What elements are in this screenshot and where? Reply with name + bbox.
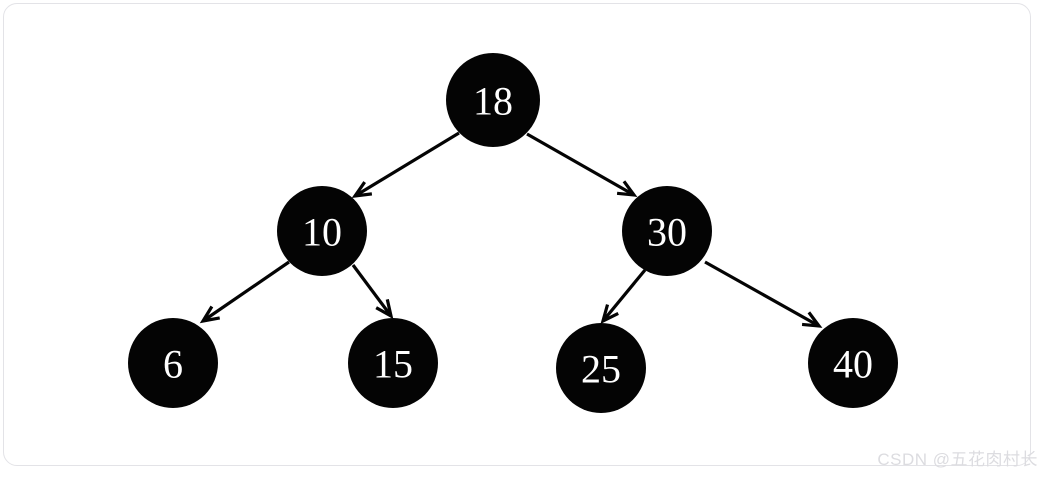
tree-edge-n30-to-n25	[600, 268, 647, 325]
tree-edge-n10-to-n6	[199, 260, 290, 324]
edge-arrowhead	[199, 305, 221, 324]
tree-node-30[interactable]: 30	[622, 186, 712, 276]
tree-node-25[interactable]: 25	[556, 323, 646, 413]
edge-shaft	[202, 260, 290, 323]
edge-shaft	[351, 264, 393, 317]
nodes-layer: 18 10 30 6 15 25 40	[128, 53, 898, 413]
node-label: 40	[833, 342, 873, 387]
tree-node-40[interactable]: 40	[808, 318, 898, 408]
tree-edge-n18-to-n30	[526, 132, 638, 197]
tree-node-15[interactable]: 15	[348, 318, 438, 408]
node-circle	[446, 53, 540, 147]
node-circle	[808, 318, 898, 408]
edge-shaft	[601, 268, 647, 323]
node-label: 18	[473, 79, 513, 124]
edge-arrowhead	[616, 180, 638, 197]
edge-arrowhead	[600, 304, 619, 325]
edge-arrowhead	[351, 181, 373, 199]
tree-node-18[interactable]: 18	[446, 53, 540, 147]
tree-node-10[interactable]: 10	[277, 186, 367, 276]
node-circle	[128, 318, 218, 408]
edge-shaft	[526, 132, 635, 197]
csdn-watermark: CSDN @五花肉村长	[877, 450, 1038, 469]
tree-edge-n30-to-n40	[704, 260, 823, 328]
edge-arrowhead	[375, 299, 394, 320]
edge-arrowhead	[801, 311, 823, 328]
node-label: 6	[163, 342, 183, 387]
edge-shaft	[704, 260, 820, 328]
node-circle	[348, 318, 438, 408]
edges-layer	[199, 131, 823, 328]
edge-shaft	[354, 131, 460, 198]
tree-edge-n10-to-n15	[351, 264, 394, 320]
node-circle	[556, 323, 646, 413]
node-circle	[622, 186, 712, 276]
node-label: 30	[647, 210, 687, 255]
node-label: 10	[302, 210, 342, 255]
tree-edge-n18-to-n10	[351, 131, 460, 199]
tree-node-6[interactable]: 6	[128, 318, 218, 408]
node-label: 15	[373, 342, 413, 387]
node-circle	[277, 186, 367, 276]
node-label: 25	[581, 347, 621, 392]
